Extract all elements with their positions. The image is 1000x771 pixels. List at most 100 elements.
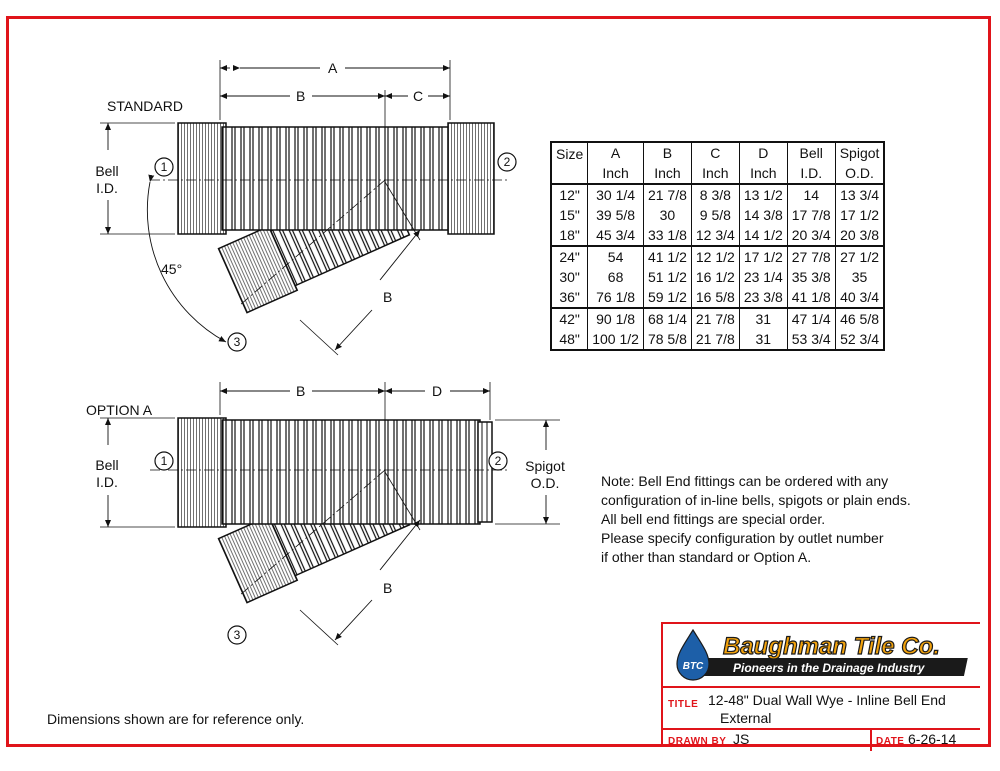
table-cell: 17 1/2 bbox=[834, 205, 885, 225]
option-a-label: OPTION A bbox=[86, 402, 153, 418]
bell-id-label-a-1: Bell bbox=[95, 457, 119, 473]
table-cell bbox=[550, 163, 589, 185]
table-cell: 68 bbox=[587, 267, 644, 287]
table-cell: 23 3/8 bbox=[738, 287, 788, 308]
title-line-1: 12-48" Dual Wall Wye - Inline Bell End bbox=[708, 692, 946, 708]
table-cell: 18" bbox=[550, 225, 589, 246]
table-cell: 21 7/8 bbox=[642, 183, 692, 205]
table-cell: 13 1/2 bbox=[738, 183, 788, 205]
table-cell: 12 3/4 bbox=[690, 225, 740, 246]
title-line-2: External bbox=[720, 710, 772, 726]
table-cell: 41 1/2 bbox=[642, 245, 692, 267]
table-cell: 41 1/8 bbox=[786, 287, 836, 308]
spigot-od-label-1: Spigot bbox=[525, 458, 565, 474]
table-cell: 13 3/4 bbox=[834, 183, 885, 205]
table-cell: 14 1/2 bbox=[738, 225, 788, 246]
table-cell: 21 7/8 bbox=[690, 329, 740, 350]
standard-label: STANDARD bbox=[107, 98, 183, 114]
table-cell: B bbox=[642, 142, 692, 163]
table-cell: 17 7/8 bbox=[786, 205, 836, 225]
table-cell: 42" bbox=[550, 307, 589, 329]
table-cell: 39 5/8 bbox=[587, 205, 644, 225]
note-line: configuration of in-line bells, spigots … bbox=[601, 492, 911, 508]
option-a-view bbox=[100, 382, 560, 646]
table-cell: D bbox=[738, 142, 788, 163]
table-cell: Size bbox=[550, 142, 589, 163]
table-cell: 59 1/2 bbox=[642, 287, 692, 308]
table-cell: 20 3/8 bbox=[834, 225, 885, 246]
table-cell: 35 3/8 bbox=[786, 267, 836, 287]
bell-end-right bbox=[447, 122, 495, 235]
bell-id-label-a-2: I.D. bbox=[96, 474, 118, 490]
table-cell: 30 bbox=[642, 205, 692, 225]
note-line: if other than standard or Option A. bbox=[601, 549, 812, 565]
table-cell: 31 bbox=[738, 307, 788, 329]
company-tagline: Pioneers in the Drainage Industry bbox=[733, 661, 926, 675]
table-cell: Bell bbox=[786, 142, 836, 163]
table-cell: 27 1/2 bbox=[834, 245, 885, 267]
table-cell: 12 1/2 bbox=[690, 245, 740, 267]
table-cell: 47 1/4 bbox=[786, 307, 836, 329]
table-cell: Inch bbox=[587, 163, 644, 185]
outlet-3-label: 3 bbox=[233, 335, 241, 349]
table-cell: 48" bbox=[550, 329, 589, 350]
company-logo: Baughman Tile Co. Pioneers in the Draina… bbox=[676, 628, 968, 681]
table-cell: 36" bbox=[550, 287, 589, 308]
table-cell: 33 1/8 bbox=[642, 225, 692, 246]
table-cell: 53 3/4 bbox=[786, 329, 836, 350]
note-line: Note: Bell End fittings can be ordered w… bbox=[601, 473, 889, 489]
dim-a-label: A bbox=[328, 60, 338, 76]
table-cell: Inch bbox=[690, 163, 740, 185]
table-cell: 12" bbox=[550, 183, 589, 205]
table-cell: 21 7/8 bbox=[690, 307, 740, 329]
table-cell: 27 7/8 bbox=[786, 245, 836, 267]
table-cell: 23 1/4 bbox=[738, 267, 788, 287]
dim-b-branch-label-a: B bbox=[383, 580, 393, 596]
title-row: TITLE 12-48" Dual Wall Wye - Inline Bell… bbox=[663, 686, 980, 728]
drawn-date-row: DRAWN BY JS DATE 6-26-14 bbox=[663, 728, 980, 751]
dim-c-label: C bbox=[413, 88, 424, 104]
table-cell: I.D. bbox=[786, 163, 836, 185]
table-cell: 78 5/8 bbox=[642, 329, 692, 350]
angle-label: 45° bbox=[161, 261, 183, 277]
table-cell: 40 3/4 bbox=[834, 287, 885, 308]
table-cell: 30 1/4 bbox=[587, 183, 644, 205]
table-cell: 45 3/4 bbox=[587, 225, 644, 246]
table-cell: 14 bbox=[786, 183, 836, 205]
table-cell: 35 bbox=[834, 267, 885, 287]
table-cell: 16 5/8 bbox=[690, 287, 740, 308]
table-cell: 76 1/8 bbox=[587, 287, 644, 308]
outlet-2-label-a: 2 bbox=[494, 454, 502, 468]
date-label: DATE bbox=[876, 736, 905, 747]
dim-b-branch-label: B bbox=[383, 289, 393, 305]
bell-id-label-1: Bell bbox=[95, 163, 119, 179]
order-note: Note: Bell End fittings can be ordered w… bbox=[601, 472, 911, 567]
table-cell: 68 1/4 bbox=[642, 307, 692, 329]
table-cell: 15" bbox=[550, 205, 589, 225]
outlet-1-label: 1 bbox=[160, 160, 168, 174]
table-cell: 52 3/4 bbox=[834, 329, 885, 350]
table-cell: 90 1/8 bbox=[587, 307, 644, 329]
title-block: Baughman Tile Co. Pioneers in the Draina… bbox=[661, 622, 980, 751]
drawn-by-value: JS bbox=[733, 731, 750, 747]
dim-b-label: B bbox=[296, 88, 306, 104]
table-cell: O.D. bbox=[834, 163, 885, 185]
table-cell: 14 3/8 bbox=[738, 205, 788, 225]
table-cell: Spigot bbox=[834, 142, 885, 163]
table-cell: 46 5/8 bbox=[834, 307, 885, 329]
reference-disclaimer: Dimensions shown are for reference only. bbox=[47, 711, 305, 727]
drawing-border bbox=[6, 16, 991, 747]
table-cell: 17 1/2 bbox=[738, 245, 788, 267]
title-label: TITLE bbox=[668, 699, 699, 710]
table-cell: 20 3/4 bbox=[786, 225, 836, 246]
